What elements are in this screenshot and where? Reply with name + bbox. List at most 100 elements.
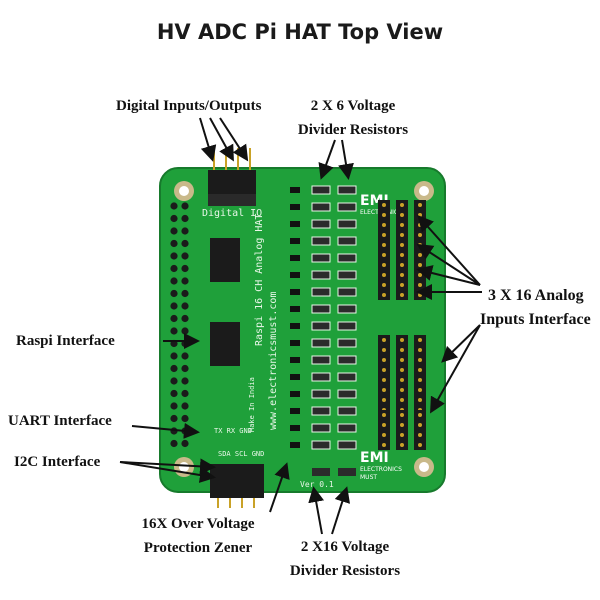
resistor <box>311 253 331 263</box>
resistor <box>311 219 331 229</box>
resistor <box>338 468 356 476</box>
resistor <box>311 355 331 365</box>
analog-pin <box>418 283 422 287</box>
resistor <box>311 236 331 246</box>
analog-pin <box>418 273 422 277</box>
raspi-pin <box>170 389 178 398</box>
analog-header <box>396 200 408 300</box>
raspi-header <box>170 202 189 448</box>
analog-pin <box>418 413 422 417</box>
analog-pin <box>382 283 386 287</box>
raspi-pin <box>181 314 189 323</box>
label-divider-top-line2: Divider Resistors <box>297 122 409 138</box>
analog-pin <box>418 223 422 227</box>
label-divider-bottom-line1: 2 X16 Voltage <box>300 539 390 555</box>
analog-pin <box>400 398 404 402</box>
zener-diode <box>290 238 300 244</box>
analog-header <box>414 410 426 450</box>
raspi-pin <box>170 314 178 323</box>
zener-diode <box>290 357 300 363</box>
resistor <box>337 185 357 195</box>
resistor <box>337 338 357 348</box>
analog-pin <box>382 413 386 417</box>
analog-pin <box>400 388 404 392</box>
analog-pin <box>382 433 386 437</box>
analog-pin <box>382 358 386 362</box>
raspi-pin <box>170 239 178 248</box>
zener-diode <box>290 204 300 210</box>
analog-pin <box>382 338 386 342</box>
raspi-pin <box>181 402 189 410</box>
zener-diode <box>290 408 300 414</box>
raspi-pin <box>181 264 189 273</box>
zener-diode <box>290 272 300 278</box>
raspi-pin <box>170 264 178 273</box>
resistor <box>311 321 331 331</box>
resistor <box>311 270 331 280</box>
silk-board-title: Raspi 16 CH Analog HAT <box>254 214 265 346</box>
label-raspi-interface: Raspi Interface <box>16 333 115 349</box>
analog-pin <box>400 253 404 257</box>
zener-diode <box>290 391 300 397</box>
raspi-pin <box>181 327 189 335</box>
zener-diode <box>290 374 300 380</box>
resistor <box>311 372 331 382</box>
analog-pin <box>400 223 404 227</box>
raspi-pin <box>181 202 189 210</box>
analog-pin <box>418 233 422 237</box>
analog-pin <box>382 243 386 247</box>
zener-diode <box>290 187 300 193</box>
analog-pin <box>400 368 404 372</box>
label-zener-line1: 16X Over Voltage <box>141 516 255 532</box>
analog-pin <box>382 423 386 427</box>
raspi-pin <box>170 227 178 235</box>
raspi-pin <box>181 277 189 285</box>
analog-pin <box>382 368 386 372</box>
raspi-pin <box>181 239 189 248</box>
analog-pin <box>400 213 404 217</box>
analog-pin <box>382 223 386 227</box>
analog-pin <box>418 213 422 217</box>
analog-pin <box>400 358 404 362</box>
raspi-pin <box>181 377 189 385</box>
raspi-pin <box>170 289 178 298</box>
analog-pin <box>418 358 422 362</box>
resistor <box>311 423 331 433</box>
resistor <box>311 202 331 212</box>
raspi-pin <box>181 227 189 235</box>
resistor <box>312 468 330 476</box>
analog-pin <box>418 203 422 207</box>
analog-pin <box>400 338 404 342</box>
analog-pin <box>382 348 386 352</box>
zener-diode <box>290 255 300 261</box>
analog-pin <box>382 398 386 402</box>
resistor <box>311 389 331 399</box>
analog-pin <box>418 378 422 382</box>
analog-pin <box>418 348 422 352</box>
ic-u1 <box>210 238 240 282</box>
zener-diode <box>290 425 300 431</box>
raspi-pin <box>181 389 189 398</box>
label-zener-line2: Protection Zener <box>143 540 253 556</box>
silk-version: Ver 0.1 <box>300 480 334 489</box>
raspi-pin <box>170 202 178 210</box>
analog-header <box>378 200 390 300</box>
label-uart-interface: UART Interface <box>8 413 112 429</box>
analog-pin <box>382 253 386 257</box>
analog-pin <box>400 293 404 297</box>
analog-header <box>396 410 408 450</box>
resistor <box>311 185 331 195</box>
analog-pin <box>418 368 422 372</box>
label-i2c-interface: I2C Interface <box>14 454 101 470</box>
raspi-pin <box>181 214 189 223</box>
analog-pin <box>382 263 386 267</box>
resistor <box>311 287 331 297</box>
label-divider-bottom-line2: Divider Resistors <box>289 563 401 579</box>
analog-pin <box>382 233 386 237</box>
analog-pin <box>418 293 422 297</box>
silk-digital-io: Digital IO <box>202 208 262 219</box>
analog-pin <box>382 378 386 382</box>
svg-text:ELECTRONICS: ELECTRONICS <box>360 466 402 473</box>
raspi-pin <box>181 364 189 373</box>
analog-pin <box>400 433 404 437</box>
